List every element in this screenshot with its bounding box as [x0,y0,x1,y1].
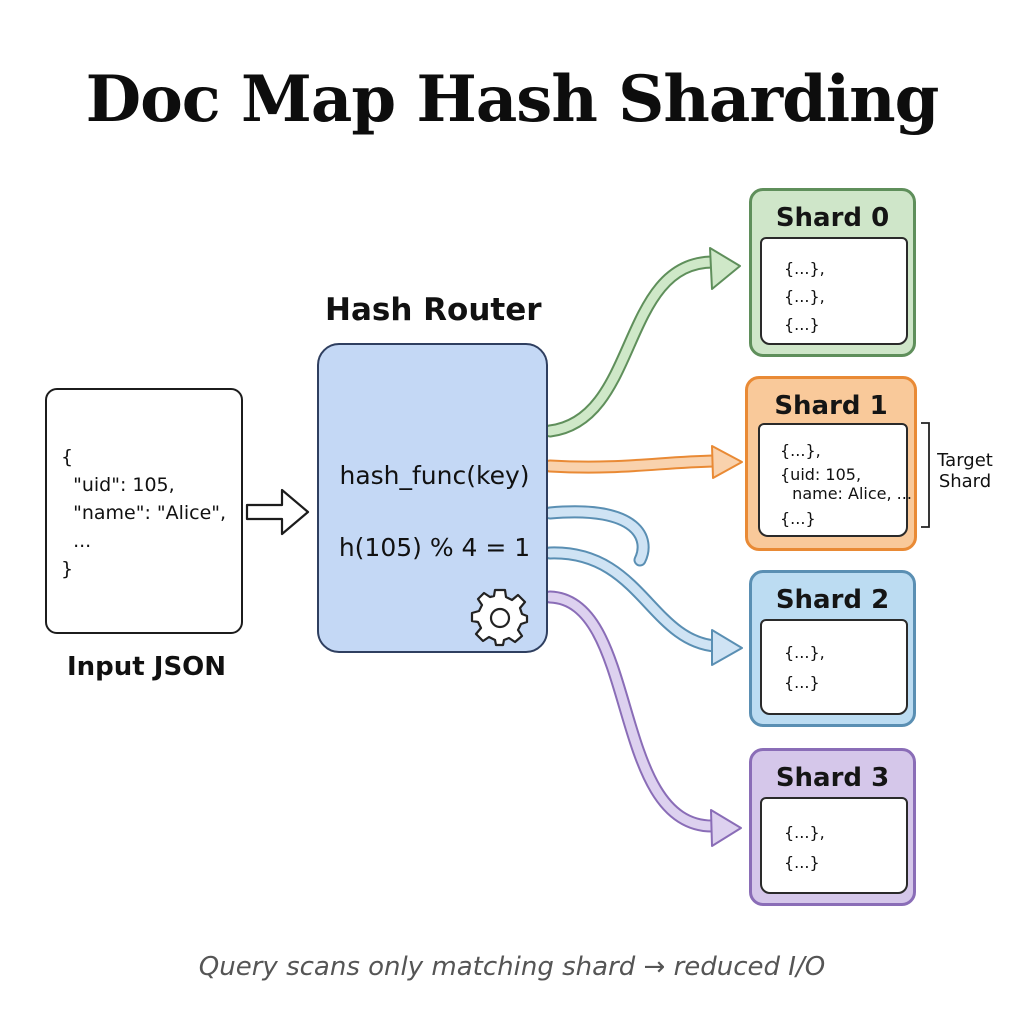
gear-icon [470,588,529,647]
shard-record: {...} [784,315,820,334]
diagram-title: Doc Map Hash Sharding [85,62,940,137]
shard-record-target: name: Alice, ... [782,484,912,503]
shard-1: Shard 1 {...}, {uid: 105, name: Alice, .… [745,376,917,551]
shard-3: Shard 3 {...}, {...} [749,748,916,906]
shard-record: {...} [784,673,820,692]
hash-router-label: Hash Router [325,292,542,328]
hash-calculation-text: h(105) % 4 = 1 [338,533,531,562]
hash-router-box: hash_func(key) h(105) % 4 = 1 [317,343,548,653]
shard-0-records: {...}, {...}, {...} [760,237,908,345]
json-line: "uid": 105, [61,474,175,496]
target-label-line: Shard [938,471,992,492]
input-json-card: { "uid": 105, "name": "Alice", ... } [45,388,243,634]
shard-record-target: {uid: 105, [780,465,862,484]
target-label-line: Target [937,450,993,471]
router-to-shard-3-arrow [543,590,722,833]
shard-1-title: Shard 1 [774,391,888,421]
shard-record: {...}, [784,287,825,306]
shard-2: Shard 2 {...}, {...} [749,570,916,727]
json-line: "name": "Alice", [61,502,227,524]
hash-function-text: hash_func(key) [339,461,530,490]
json-line: } [61,558,74,580]
shard-record: {...}, [784,823,825,842]
shard-record: {...}, [780,441,821,460]
target-bracket [921,422,930,528]
shard-3-title: Shard 3 [775,763,890,793]
shard-record: {...} [784,853,820,872]
footer-caption: Query scans only matching shard → reduce… [198,952,826,982]
shard-0: Shard 0 {...}, {...}, {...} [749,188,916,357]
input-to-router-arrow [245,488,310,536]
shard-record: {...}, [784,643,825,662]
input-json-label: Input JSON [67,652,227,682]
shard-3-records: {...}, {...} [760,797,908,894]
shard-2-title: Shard 2 [775,585,890,615]
target-shard-label: Target Shard [934,450,996,492]
shard-2-records: {...}, {...} [760,619,908,715]
shard-record: {...} [780,509,816,528]
shard-1-records: {...}, {uid: 105, name: Alice, ... {...} [758,423,912,537]
json-line: ... [61,530,92,552]
shard-record: {...}, [784,259,825,278]
shard-0-title: Shard 0 [775,203,890,233]
json-line: { [61,446,74,468]
